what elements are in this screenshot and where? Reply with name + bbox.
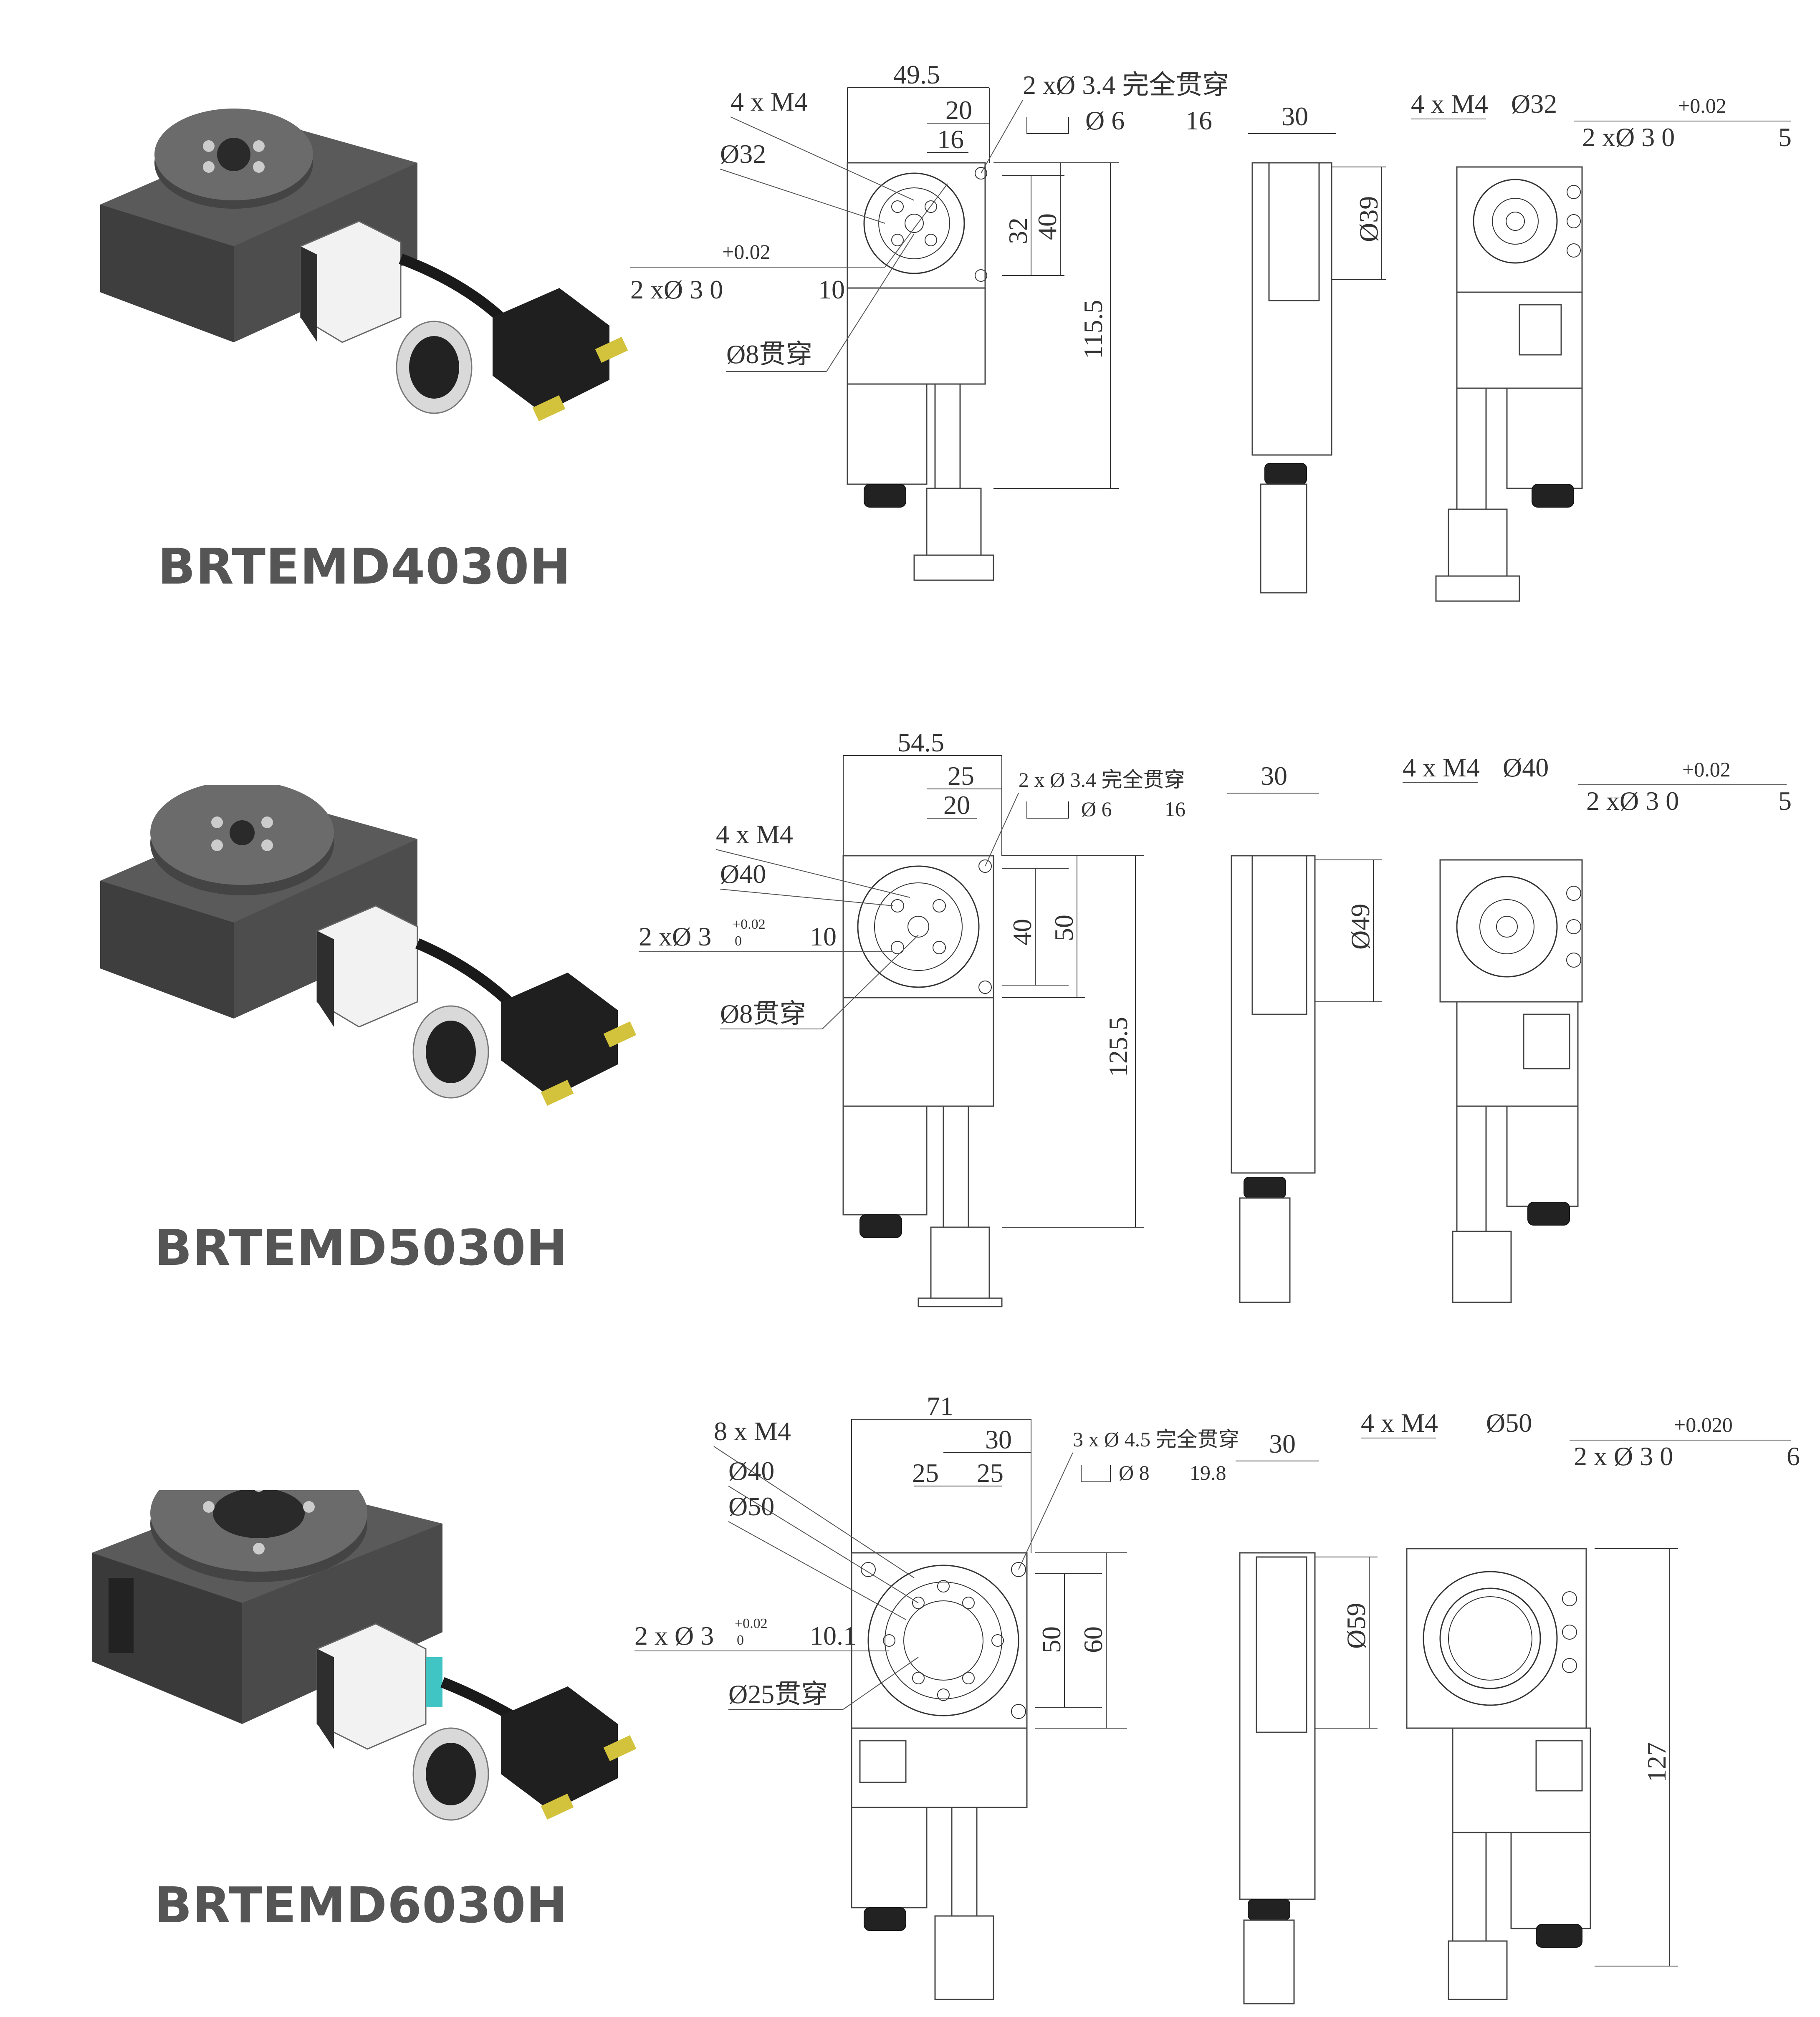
dim-h2: 40	[1032, 213, 1062, 240]
dim-d2: 16	[937, 124, 964, 154]
front-view-drawing: 54.5 25 20 125.5 40 50 4 x M4 Ø40 2 x Ø …	[639, 728, 1186, 1307]
label-tol-low: 0	[735, 933, 742, 949]
label-pcd: Ø32	[720, 139, 766, 169]
label-tol-low: 0	[737, 1633, 744, 1648]
label-tol: +0.02	[722, 240, 771, 263]
label-thread: 8 x M4	[714, 1416, 791, 1446]
back-thread: 4 x M4	[1411, 89, 1488, 119]
label-pcd2: Ø50	[728, 1491, 774, 1521]
side-view-drawing: 30 Ø39	[1248, 101, 1386, 594]
model-name: BRTEMD5030H	[154, 1219, 568, 1276]
label-pcd: Ø40	[728, 1456, 774, 1486]
product-render-image	[100, 109, 628, 422]
dim-side-dia: Ø39	[1354, 196, 1383, 242]
back-pin-depth: 5	[1778, 122, 1792, 152]
back-pin-depth: 5	[1778, 786, 1792, 816]
label-cbore-depth: 19.8	[1190, 1461, 1226, 1484]
product-render-image	[92, 1490, 637, 1821]
dim-width: 54.5	[897, 728, 944, 757]
label-cbore: Ø 6	[1081, 797, 1112, 821]
product-panel-4030: BRTEMD4030H 49.5 20 16 115.5 32 40 4 x	[0, 0, 1820, 651]
dim-width: 49.5	[893, 60, 940, 89]
product-panel-6030: BRTEMD6030H 71 30 25 25 50 60 8 x M4	[0, 1352, 1820, 2012]
front-view-drawing: 71 30 25 25 50 60 8 x M4 Ø40 Ø50	[634, 1391, 1239, 2000]
dim-total: 115.5	[1078, 300, 1108, 359]
dim-d1: 25	[948, 761, 974, 791]
dim-d2: 20	[943, 790, 970, 820]
back-pcd: Ø50	[1486, 1408, 1532, 1438]
label-center: Ø8贯穿	[726, 339, 812, 369]
label-through: 3 x Ø 4.5 完全贯穿	[1073, 1428, 1239, 1451]
back-pin: 2 xØ 3 0	[1582, 122, 1675, 152]
back-pcd: Ø32	[1511, 89, 1557, 119]
back-tol: +0.020	[1674, 1413, 1733, 1436]
label-through: 2 xØ 3.4 完全贯穿	[1023, 70, 1229, 100]
dim-h2: 50	[1049, 915, 1079, 941]
back-view-drawing: 4 x M4 Ø50 +0.020 2 x Ø 3 0 6 127	[1361, 1408, 1800, 2000]
label-cbore-depth: 16	[1186, 106, 1212, 135]
back-thread: 4 x M4	[1403, 753, 1480, 782]
label-pin-depth: 10	[810, 922, 837, 951]
label-cbore: Ø 6	[1085, 106, 1125, 135]
dim-d2b: 25	[977, 1458, 1004, 1488]
front-view-drawing: 49.5 20 16 115.5 32 40 4 x M4 Ø32 2 xØ 3…	[630, 60, 1229, 581]
back-pin: 2 xØ 3 0	[1586, 786, 1679, 816]
dim-side-width: 30	[1261, 761, 1287, 791]
label-pin: 2 xØ 3 0	[630, 275, 723, 304]
label-tol: +0.02	[735, 1616, 768, 1631]
dim-side-dia: Ø49	[1345, 904, 1375, 950]
back-pin: 2 x Ø 3 0	[1574, 1441, 1673, 1471]
model-name: BRTEMD4030H	[158, 538, 571, 595]
dim-side-dia: Ø59	[1341, 1603, 1371, 1649]
dim-h2: 60	[1078, 1626, 1108, 1653]
back-thread: 4 x M4	[1361, 1408, 1438, 1438]
label-thread: 4 x M4	[731, 87, 808, 116]
label-pin: 2 x Ø 3	[634, 1621, 714, 1651]
label-center: Ø8贯穿	[720, 999, 806, 1029]
back-view-drawing: 4 x M4 Ø40 +0.02 2 xØ 3 0 5	[1403, 753, 1792, 1303]
product-render-image	[100, 785, 637, 1106]
side-view-drawing: 30 Ø59	[1236, 1429, 1378, 2004]
back-pin-depth: 6	[1787, 1441, 1800, 1471]
back-view-drawing: 4 x M4 Ø32 +0.02 2 xØ 3 0 5	[1411, 89, 1792, 602]
label-cbore-depth: 16	[1165, 797, 1186, 821]
dim-total: 127	[1642, 1742, 1671, 1782]
label-cbore: Ø 8	[1119, 1461, 1150, 1484]
dim-d1: 30	[985, 1425, 1012, 1454]
dim-h1: 50	[1036, 1626, 1066, 1653]
label-through: 2 x Ø 3.4 完全贯穿	[1019, 768, 1185, 791]
back-pcd: Ø40	[1503, 753, 1549, 782]
dim-h1: 32	[1003, 217, 1033, 244]
dim-d2a: 25	[912, 1458, 939, 1488]
label-center: Ø25贯穿	[728, 1679, 828, 1709]
label-pin: 2 xØ 3	[639, 922, 711, 951]
back-tol: +0.02	[1678, 94, 1726, 117]
dim-width: 71	[927, 1391, 953, 1421]
product-panel-5030: BRTEMD5030H 54.5 25 20 125.5 40 50 4 x	[0, 676, 1820, 1327]
dim-h1: 40	[1007, 919, 1037, 945]
label-tol: +0.02	[733, 917, 766, 932]
label-pin-depth: 10.1	[810, 1621, 857, 1651]
label-pcd: Ø40	[720, 859, 766, 889]
dim-side-width: 30	[1282, 101, 1308, 131]
model-name: BRTEMD6030H	[154, 1876, 568, 1934]
dim-total: 125.5	[1103, 1017, 1133, 1077]
label-pin-depth: 10	[818, 275, 845, 304]
dim-side-width: 30	[1269, 1429, 1296, 1458]
side-view-drawing: 30 Ø49	[1227, 761, 1382, 1303]
back-tol: +0.02	[1682, 758, 1731, 781]
dim-d1: 20	[945, 95, 972, 125]
label-thread: 4 x M4	[716, 819, 793, 849]
